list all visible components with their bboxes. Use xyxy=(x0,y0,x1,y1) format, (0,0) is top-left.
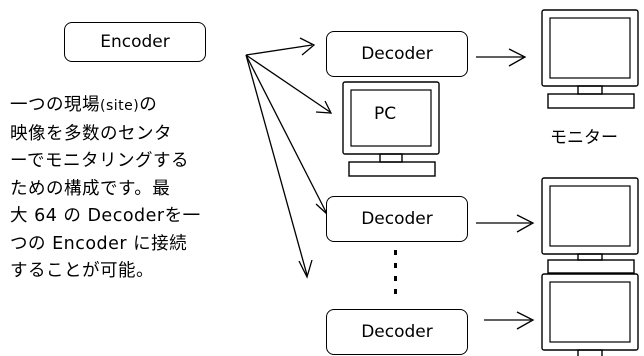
monitor-label: モニター xyxy=(550,128,618,148)
description-fragment: 一つの現場 xyxy=(10,95,100,115)
description-line: つの Encoder に接続 xyxy=(10,233,188,254)
arrow-decoder-1-to-monitor xyxy=(476,48,527,67)
pc-icon xyxy=(342,81,440,177)
description-line: ーでモニタリングする xyxy=(10,151,189,171)
description-fragment: (site) xyxy=(100,98,140,114)
decoder-label: Decoder xyxy=(361,44,433,64)
decoder-label: Decoder xyxy=(361,209,433,229)
description-line: 大 64 の Decoderを一 xyxy=(10,206,201,226)
encoder-label: Encoder xyxy=(100,32,170,52)
monitor-icon xyxy=(541,177,639,274)
description-line: ための構成です。最 xyxy=(10,178,171,199)
arrow-decoder-n-to-monitor xyxy=(484,311,535,330)
arrow-encoder-to-decoder-2 xyxy=(245,54,330,216)
arrow-encoder-to-decoder-1 xyxy=(245,37,316,56)
description-fragment: の xyxy=(139,95,158,115)
pc-label: PC xyxy=(373,104,397,124)
description-line: することが可能。 xyxy=(10,261,154,281)
decoder-box: Decoder xyxy=(326,196,468,242)
description-text: 一つの現場(site)の 映像を多数のセンタ ーでモニタリングする ための構成で… xyxy=(10,92,242,286)
decoder-box: Decoder xyxy=(326,31,468,77)
decoder-box: Decoder xyxy=(326,309,468,355)
monitor-icon xyxy=(541,273,639,356)
encoder-box: Encoder xyxy=(64,22,206,62)
description-line: 映像を多数のセンタ xyxy=(10,123,172,144)
monitor-icon xyxy=(541,9,639,109)
ellipsis-dots xyxy=(394,250,397,294)
arrow-encoder-to-pc xyxy=(245,54,333,114)
arrow-encoder-to-decoder-n xyxy=(245,54,313,279)
decoder-label: Decoder xyxy=(361,322,433,342)
arrow-decoder-2-to-monitor xyxy=(476,214,535,233)
description-line: 一つの現場(site)の xyxy=(10,92,242,121)
